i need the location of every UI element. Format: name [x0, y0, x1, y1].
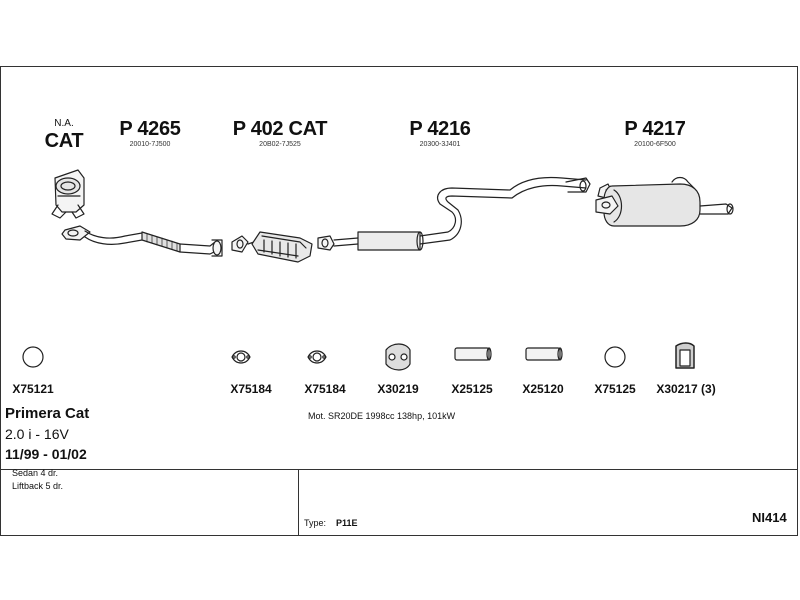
part-ref-p402cat: 20B02-7J525 [259, 141, 301, 148]
part-code-p4265: P 4265 [119, 118, 181, 140]
accessory-x30219 [385, 343, 411, 371]
catalog-code: NI414 [752, 510, 787, 525]
accessory-x25125 [454, 347, 492, 361]
front-pipe-p4265 [61, 225, 223, 257]
accessory-x75125 [604, 346, 626, 368]
vehicle-dates: 11/99 - 01/02 [5, 446, 87, 462]
catalytic-converter-p402cat [231, 231, 313, 263]
vehicle-model: Primera Cat [5, 405, 90, 422]
center-pipe-p4216 [317, 176, 591, 251]
divider-vertical [298, 469, 299, 536]
accessory-label-x75184-b: X75184 [304, 382, 346, 396]
type-value: P11E [336, 518, 358, 528]
na-label: N.A. [54, 118, 74, 129]
accessory-label-x25120: X25120 [522, 382, 564, 396]
accessory-label-x30219: X30219 [377, 382, 419, 396]
na-catalytic-converter [51, 169, 85, 219]
part-code-p4217: P 4217 [624, 118, 686, 140]
cat-label: CAT [44, 130, 84, 152]
part-ref-p4217: 20100-6F500 [634, 141, 676, 148]
accessory-label-x75121: X75121 [12, 382, 54, 396]
vehicle-engine: 2.0 i - 16V [5, 426, 69, 442]
accessory-x30217 [675, 342, 695, 369]
accessory-label-x25125: X25125 [451, 382, 493, 396]
part-ref-p4265: 20010-7J500 [129, 141, 171, 148]
part-ref-p4216: 20300-3J401 [419, 141, 461, 148]
vehicle-body-sedan: Sedan 4 dr. [12, 468, 59, 478]
accessory-x75184-a [231, 350, 251, 364]
part-code-p4216: P 4216 [409, 118, 471, 140]
accessory-x25120 [525, 347, 563, 361]
accessory-label-x75184-a: X75184 [230, 382, 272, 396]
accessory-label-x75125: X75125 [594, 382, 636, 396]
type-label: Type: [304, 518, 327, 528]
vehicle-body-liftback: Liftback 5 dr. [12, 481, 64, 491]
divider-horizontal [1, 469, 797, 470]
motor-spec: Mot. SR20DE 1998cc 138hp, 101kW [308, 411, 456, 421]
accessory-x75121 [22, 346, 44, 368]
part-code-p402cat: P 402 CAT [232, 118, 328, 140]
accessory-x75184-b [307, 350, 327, 364]
rear-muffler-p4217 [595, 176, 734, 227]
accessory-label-x30217: X30217 (3) [656, 382, 716, 396]
diagram-frame [0, 66, 798, 536]
